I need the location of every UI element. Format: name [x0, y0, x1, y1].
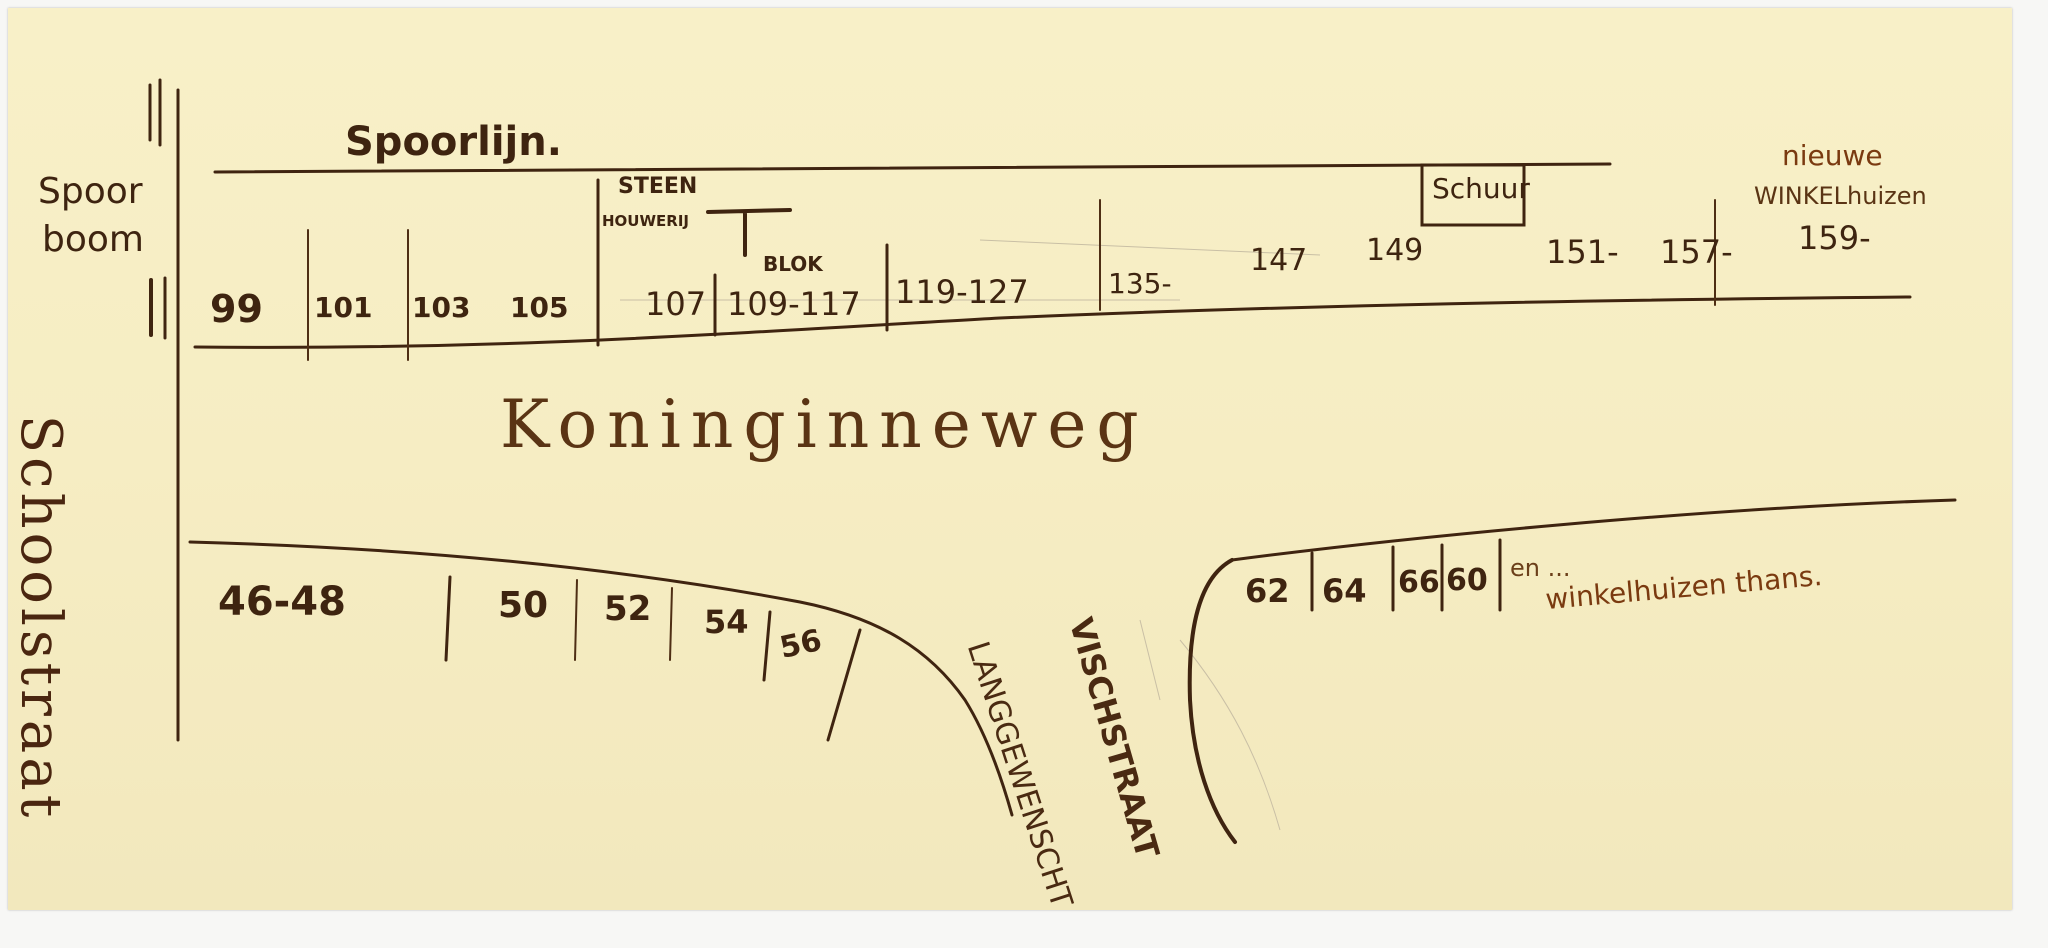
schoolstraat-label: Schoolstraat — [8, 414, 73, 822]
spoorlijn-line — [213, 162, 1612, 174]
paper-sheet — [8, 8, 2012, 910]
house-number: 66 — [1398, 565, 1440, 600]
steen-label: STEEN — [618, 174, 698, 199]
winkelhuizen-label: WINKELhuizen — [1754, 182, 1927, 210]
house-number: 107 — [645, 285, 707, 323]
divider-south — [669, 587, 673, 661]
south-street-line-west — [188, 540, 1014, 817]
pencil-sketch-south — [1139, 619, 1281, 831]
blok-label: BLOK — [763, 252, 823, 276]
koninginneweg-label: Koninginneweg — [500, 386, 1149, 463]
house-number: 62 — [1245, 572, 1290, 610]
house-number: 52 — [604, 589, 652, 629]
house-number: 109-117 — [727, 285, 861, 323]
house-number: en ... — [1510, 554, 1571, 582]
south-street-line-east — [1230, 498, 1957, 562]
house-number: 99 — [210, 287, 263, 331]
vischstraat-corner — [1187, 558, 1237, 844]
north-street-line — [193, 295, 1912, 349]
house-number: 151- — [1546, 233, 1619, 271]
house-number: 50 — [498, 585, 549, 626]
house-number: 56 — [776, 623, 825, 666]
schuur-label: Schuur — [1432, 172, 1530, 205]
house-number: 157- — [1660, 233, 1733, 271]
house-number: 54 — [704, 603, 749, 641]
divider-south — [444, 575, 452, 662]
house-number: 101 — [314, 291, 373, 324]
spoorlijn-label: Spoorlijn. — [345, 119, 562, 165]
house-number: 147 — [1250, 243, 1308, 278]
schuur-box — [1420, 163, 1526, 227]
divider-south — [574, 579, 578, 661]
divider-south — [826, 628, 862, 742]
pencil-sketch-north — [620, 239, 1321, 301]
house-number: 135- — [1108, 267, 1172, 300]
house-number: 119-127 — [895, 273, 1029, 311]
house-number: 64 — [1322, 572, 1367, 610]
house-number: 46-48 — [218, 579, 346, 625]
spoorboom-label: Spoor — [38, 171, 143, 212]
house-number: 149 — [1366, 233, 1424, 268]
house-number: 103 — [412, 291, 471, 324]
divider-south — [762, 610, 772, 682]
houwerij-label: HOUWERIJ — [602, 212, 689, 230]
nieuwe-label: nieuwe — [1782, 139, 1883, 172]
house-number: 60 — [1446, 563, 1488, 598]
house-number: 105 — [510, 291, 569, 324]
house-number: 159- — [1798, 219, 1871, 257]
spoorboom-label: boom — [42, 219, 144, 260]
steen-block-marker — [706, 208, 792, 257]
